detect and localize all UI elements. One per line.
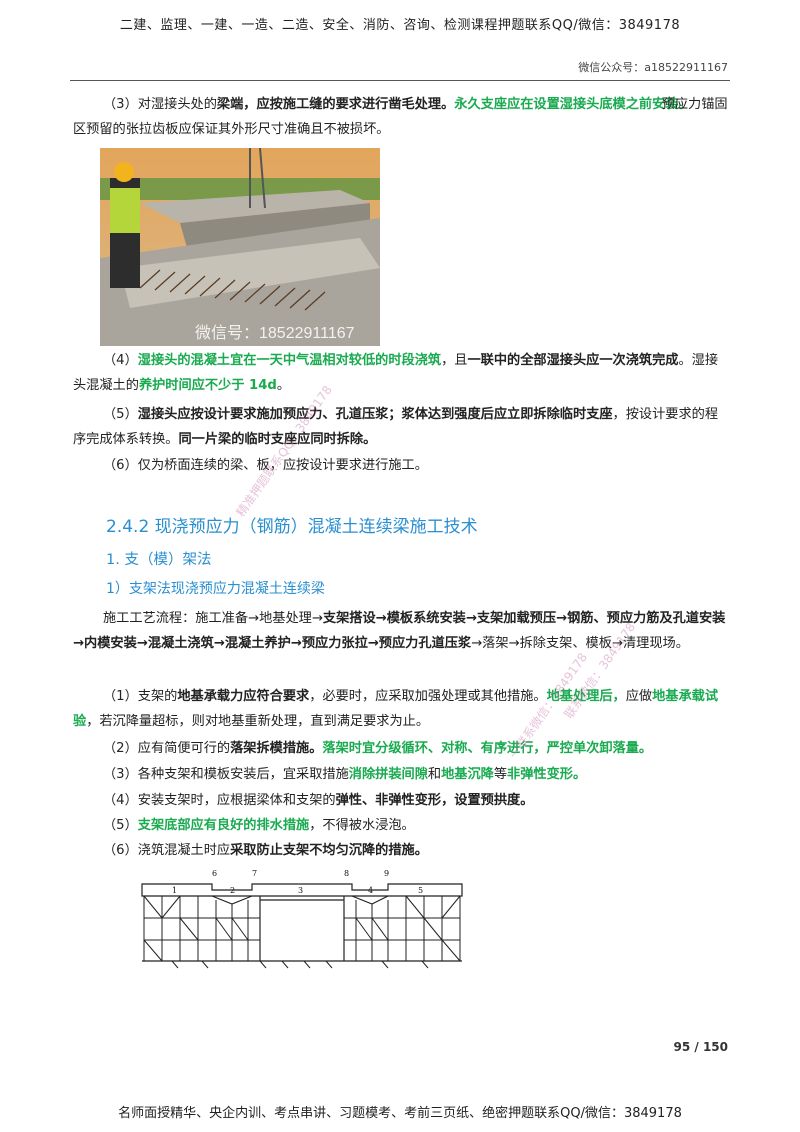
p4-green-1: 湿接头的混凝土宜在一天中气温相对较低的时段浇筑 bbox=[137, 353, 442, 368]
section-heading: 2.4.2 现浇预应力（钢筋）混凝土连续梁施工技术 bbox=[106, 517, 478, 537]
item-3: （3）各种支架和模板安装后，宜采取措施消除拼装间隙和地基沉降等非弹性变形。 bbox=[73, 762, 729, 787]
p5-bold-1: 湿接头应按设计要求施加预应力、孔道压浆；浆体达到强度后应立即拆除临时支座 bbox=[137, 407, 613, 422]
q3-green-1: 消除拼装间隙 bbox=[348, 767, 428, 782]
p6-text: （6）仅为桥面连续的梁、板，应按设计要求进行施工。 bbox=[103, 458, 428, 473]
paragraph-3: （3）对湿接头处的梁端，应按施工缝的要求进行凿毛处理。永久支座应在设置湿接头底模… bbox=[73, 92, 729, 142]
flow-text: 施工工艺流程：施工准备→地基处理→ bbox=[103, 611, 323, 626]
p5-bold-2: 同一片梁的临时支座应同时拆除。 bbox=[178, 432, 377, 447]
diagram-label-2: 2 bbox=[230, 886, 235, 895]
q5-post: ，不得被水浸泡。 bbox=[309, 818, 415, 833]
q3-mid: 和 bbox=[427, 767, 442, 782]
flow-post: →落架→拆除支架、模板→清理现场。 bbox=[471, 636, 689, 651]
q4-text: （4）安装支架时，应根据梁体和支架的 bbox=[103, 793, 336, 808]
diagram-label-4: 4 bbox=[368, 886, 373, 895]
flow-bold: 支架搭设→模板系统安装→支架加载预压→钢筋、预应力筋及孔道安装→内模安装→混凝土… bbox=[73, 611, 726, 651]
q1-bold: 地基承载力应符合要求 bbox=[177, 689, 310, 704]
p4-text: （4） bbox=[103, 353, 138, 368]
item-5: （5）支架底部应有良好的排水措施，不得被水浸泡。 bbox=[73, 813, 729, 838]
p4-bold: 一联中的全部湿接头应一次浇筑完成 bbox=[467, 353, 679, 368]
q1-mid2: 应做 bbox=[625, 689, 653, 704]
q2-bold: 落架拆模措施。 bbox=[230, 741, 323, 756]
page-number: 95 / 150 bbox=[673, 1040, 729, 1054]
p4-mid: ，且 bbox=[441, 353, 468, 368]
header-divider bbox=[70, 80, 730, 81]
diagram-label-6: 6 bbox=[212, 869, 217, 878]
q6-text: （6）浇筑混凝土时应 bbox=[103, 843, 231, 858]
q1-green-1: 地基处理后， bbox=[546, 689, 626, 704]
p4-green-2: 养护时间应不少于 14d bbox=[138, 378, 277, 393]
p5-mid: ，按设计要求的程序完成体系转换。 bbox=[73, 407, 719, 447]
process-flow: 施工工艺流程：施工准备→地基处理→支架搭设→模板系统安装→支架加载预压→钢筋、预… bbox=[73, 606, 729, 656]
p5-text: （5） bbox=[103, 407, 138, 422]
diagram-label-1: 1 bbox=[172, 886, 177, 895]
item-2: （2）应有简便可行的落架拆模措施。落架时宜分级循环、对称、有序进行，严控单次卸落… bbox=[73, 736, 729, 761]
p4-mid2: 。湿接头混凝土的 bbox=[73, 353, 719, 393]
p4-end: 。 bbox=[276, 378, 291, 393]
q1-post: ，若沉降量超标，则对地基重新处理，直到满足要求为止。 bbox=[86, 714, 430, 729]
q2-text: （2）应有简便可行的 bbox=[103, 741, 231, 756]
q2-green: 落架时宜分级循环、对称、有序进行，严控单次卸落量。 bbox=[322, 741, 653, 756]
paragraph-5: （5）湿接头应按设计要求施加预应力、孔道压浆；浆体达到强度后应立即拆除临时支座，… bbox=[73, 402, 729, 452]
diagram-label-5: 5 bbox=[418, 886, 423, 895]
diagram-label-3: 3 bbox=[298, 886, 303, 895]
q5-text: （5） bbox=[103, 818, 138, 833]
diagram-label-8: 8 bbox=[344, 869, 349, 878]
photo-watermark: 微信号：18522911167 bbox=[195, 324, 355, 342]
paragraph-4: （4）湿接头的混凝土宜在一天中气温相对较低的时段浇筑，且一联中的全部湿接头应一次… bbox=[73, 348, 729, 398]
sub-subsection-heading: 1）支架法现浇预应力混凝土连续梁 bbox=[106, 581, 325, 597]
q3-green-3: 非弹性变形。 bbox=[507, 767, 587, 782]
p3-text: （3）对湿接头处的 bbox=[103, 97, 217, 112]
q1-text: （1）支架的 bbox=[103, 689, 178, 704]
q3-text: （3）各种支架和模板安装后，宜采取措施 bbox=[103, 767, 349, 782]
header-wechat: 微信公众号：a18522911167 bbox=[578, 61, 728, 74]
item-6: （6）浇筑混凝土时应采取防止支架不均匀沉降的措施。 bbox=[73, 838, 729, 863]
q1-green-2: 地基承载试验 bbox=[73, 689, 719, 729]
p3-bold: 梁端，应按施工缝的要求进行凿毛处理。 bbox=[216, 97, 455, 112]
q5-green: 支架底部应有良好的排水措施 bbox=[137, 818, 310, 833]
construction-photo: 微信号：18522911167 bbox=[100, 148, 380, 346]
q3-green-2: 地基沉降 bbox=[441, 767, 494, 782]
footer-banner: 名师面授精华、央企内训、考点串讲、习题模考、考前三页纸、绝密押题联系QQ/微信：… bbox=[118, 1106, 682, 1121]
p3-post: 预应力锚固区预留的张拉齿板应保证其外形尺寸准确且不被损坏。 bbox=[73, 97, 728, 137]
item-1: （1）支架的地基承载力应符合要求，必要时，应采取加强处理或其他措施。地基处理后，… bbox=[73, 684, 729, 734]
diagram-label-9: 9 bbox=[384, 869, 389, 878]
paragraph-6: （6）仅为桥面连续的梁、板，应按设计要求进行施工。 bbox=[73, 453, 729, 478]
item-4: （4）安装支架时，应根据梁体和支架的弹性、非弹性变形，设置预拱度。 bbox=[73, 788, 729, 813]
p3-green: 永久支座应在设置湿接头底模之前安装。 bbox=[454, 97, 692, 112]
q6-bold: 采取防止支架不均匀沉降的措施。 bbox=[230, 843, 428, 858]
scaffold-diagram: 1 2 3 4 5 6 7 8 9 bbox=[132, 866, 472, 978]
subsection-heading: 1. 支（模）架法 bbox=[106, 552, 212, 568]
q3-mid2: 等 bbox=[493, 767, 508, 782]
q1-mid: ，必要时，应采取加强处理或其他措施。 bbox=[309, 689, 547, 704]
q4-bold: 弹性、非弹性变形，设置预拱度。 bbox=[335, 793, 534, 808]
diagram-label-7: 7 bbox=[252, 869, 257, 878]
header-banner: 二建、监理、一建、一造、二造、安全、消防、咨询、检测课程押题联系QQ/微信：38… bbox=[119, 18, 681, 33]
